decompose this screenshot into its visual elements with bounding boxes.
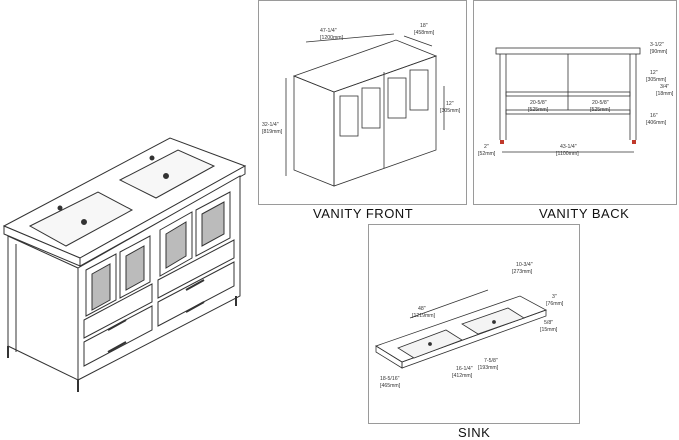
countertop-side-edge bbox=[79, 165, 246, 267]
drawer-left-lower bbox=[83, 305, 153, 367]
back-gap-mm: [305mm] bbox=[646, 77, 667, 83]
back-top-label: 3-1/2" bbox=[650, 42, 664, 48]
vanity-back-caption: VANITY BACK bbox=[539, 206, 630, 221]
front-width-mm: [1200mm] bbox=[320, 35, 344, 41]
back-total-label: 43-1/4" bbox=[560, 144, 577, 150]
back-left-open-label: 20-5/8" bbox=[530, 100, 547, 106]
back-gap-label: 12" bbox=[650, 70, 658, 76]
sink-bowl-depth-label: 7-5/8" bbox=[484, 358, 498, 364]
sink-length-mm: [1219mm] bbox=[412, 313, 436, 319]
sink-lip-label: 3" bbox=[552, 294, 557, 300]
vanity-front-panel bbox=[258, 0, 467, 205]
vanity-front-caption: VANITY FRONT bbox=[313, 206, 414, 221]
drawer-left-upper bbox=[83, 283, 153, 339]
front-depth-label: 18" bbox=[420, 23, 428, 29]
drawer-right-lower bbox=[157, 261, 235, 327]
sink-depth-mm: [465mm] bbox=[380, 383, 401, 389]
vanity-back-panel bbox=[473, 0, 677, 205]
back-shelf-label: 3/4" bbox=[660, 84, 669, 90]
back-foot-mm: [52mm] bbox=[478, 151, 496, 157]
sink-depth-label: 18-5/16" bbox=[380, 376, 400, 382]
sink-bowl-depth-mm: [193mm] bbox=[478, 365, 499, 371]
sink-bowl-length-mm: [412mm] bbox=[452, 373, 473, 379]
back-leg-label: 16" bbox=[650, 113, 658, 119]
sink-bowl-left bbox=[28, 191, 134, 247]
front-height-mm: [819mm] bbox=[262, 129, 283, 135]
sink-length-label: 48" bbox=[418, 306, 426, 312]
sink-bowl-width-mm: [273mm] bbox=[512, 269, 533, 275]
sink-lip-mm: [76mm] bbox=[546, 301, 564, 307]
sink-thick-label: 5/8" bbox=[544, 320, 553, 326]
back-right-open-label: 20-5/8" bbox=[592, 100, 609, 106]
back-right-open-mm: [525mm] bbox=[590, 107, 611, 113]
front-width-label: 47-1/4" bbox=[320, 28, 337, 34]
back-left-open-mm: [525mm] bbox=[528, 107, 549, 113]
front-leg-mm: [305mm] bbox=[440, 108, 461, 114]
sink-thick-mm: [15mm] bbox=[540, 327, 558, 333]
front-leg-label: 12" bbox=[446, 101, 454, 107]
back-top-mm: [90mm] bbox=[650, 49, 668, 55]
back-shelf-mm: [18mm] bbox=[656, 91, 674, 97]
sink-bowl-width-label: 10-3/4" bbox=[516, 262, 533, 268]
drawer-right-upper bbox=[157, 239, 235, 299]
back-total-mm: [1100mm] bbox=[556, 151, 579, 157]
back-leg-mm: [406mm] bbox=[646, 120, 667, 126]
back-foot-label: 2" bbox=[484, 144, 489, 150]
front-depth-mm: [458mm] bbox=[414, 30, 435, 36]
sink-bowl-length-label: 16-1/4" bbox=[456, 366, 473, 372]
sink-caption: SINK bbox=[458, 425, 491, 440]
front-height-label: 32-1/4" bbox=[262, 122, 279, 128]
